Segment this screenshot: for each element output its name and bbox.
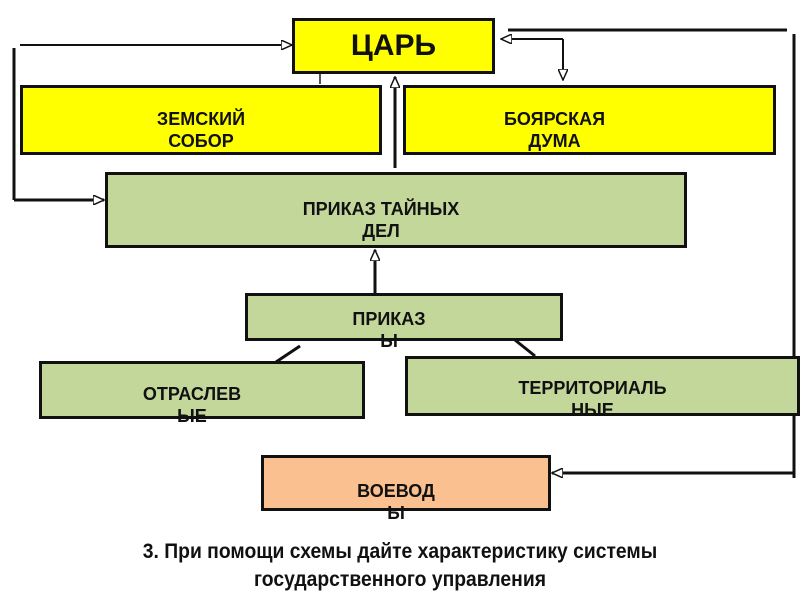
node-branch: ОТРАСЛЕВ ЫЕ bbox=[39, 361, 365, 426]
task-caption: 3. При помощи схемы дайте характеристику… bbox=[142, 540, 658, 591]
node-territorial-label: ТЕРРИТОРИАЛЬ НЫЕ bbox=[518, 378, 667, 420]
node-secret-prikaz-label: ПРИКАЗ ТАЙНЫХ ДЕЛ bbox=[302, 199, 460, 241]
node-boyar-duma: БОЯРСКАЯ ДУМА bbox=[403, 85, 776, 155]
node-tsar: ЦАРЬ bbox=[292, 18, 495, 74]
node-voevody-label: ВОЕВОД Ы bbox=[357, 481, 435, 523]
edge-prikazy-branch bbox=[275, 344, 301, 364]
node-voevody: ВОЕВОД Ы bbox=[261, 455, 551, 523]
node-secret-prikaz: ПРИКАЗ ТАЙНЫХ ДЕЛ bbox=[105, 172, 687, 248]
node-tsar-label: ЦАРЬ bbox=[350, 29, 437, 62]
node-branch-label: ОТРАСЛЕВ ЫЕ bbox=[142, 384, 242, 426]
node-prikazy-label: ПРИКАЗ Ы bbox=[352, 309, 426, 351]
node-zemsky-sobor-label: ЗЕМСКИЙ СОБОР bbox=[156, 109, 246, 151]
node-prikazy: ПРИКАЗ Ы bbox=[245, 293, 563, 351]
edge-prikazy-territorial bbox=[514, 338, 536, 358]
node-boyar-duma-label: БОЯРСКАЯ ДУМА bbox=[503, 109, 606, 151]
node-territorial: ТЕРРИТОРИАЛЬ НЫЕ bbox=[405, 356, 800, 420]
node-zemsky-sobor: ЗЕМСКИЙ СОБОР bbox=[20, 85, 382, 155]
